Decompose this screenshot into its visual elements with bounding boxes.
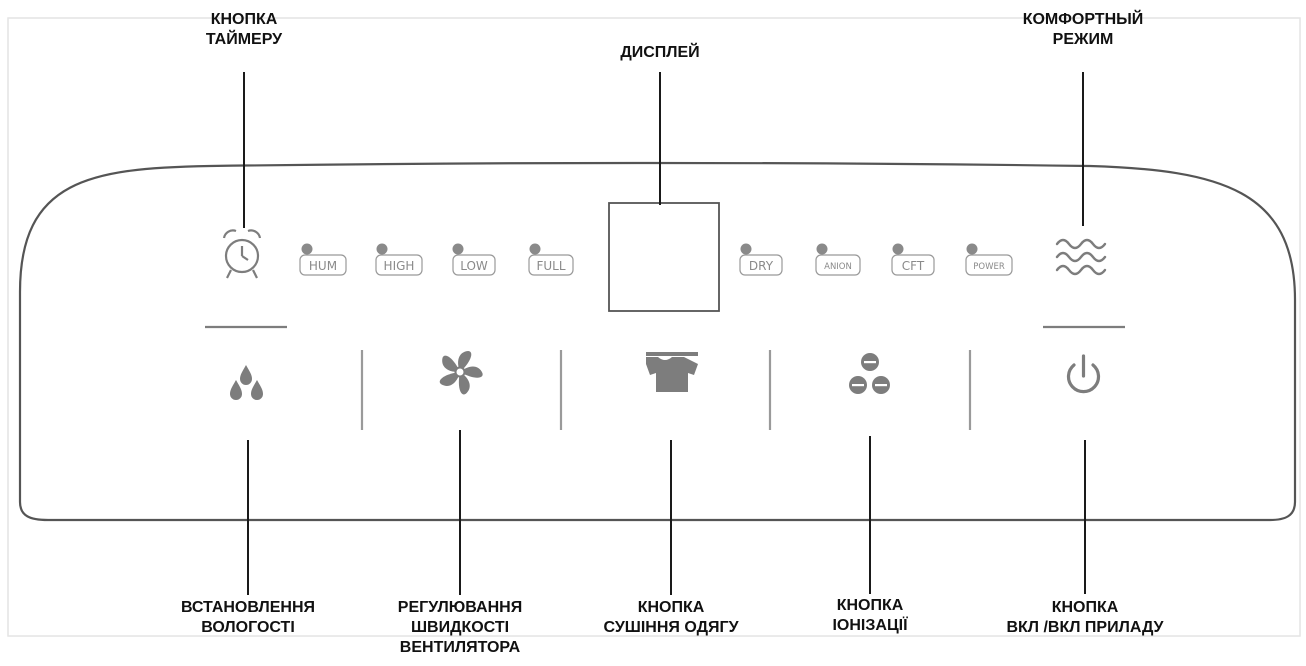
shirt-icon[interactable] <box>646 352 698 392</box>
svg-text:FULL: FULL <box>536 259 565 273</box>
svg-text:HUM: HUM <box>309 259 337 273</box>
indicator-full: FULL <box>528 243 574 276</box>
svg-text:CFT: CFT <box>902 259 925 273</box>
leader-lines <box>243 72 1086 595</box>
indicator-hum: HUM <box>299 243 347 276</box>
indicator-anion: ANION <box>815 243 861 276</box>
callout-timer-button: КНОПКА ТАЙМЕРУ <box>205 11 283 48</box>
indicator-dry: DRY <box>739 243 783 276</box>
indicator-power: POWER <box>965 243 1013 276</box>
alarm-clock-icon <box>222 229 262 279</box>
fan-icon[interactable] <box>439 351 484 396</box>
svg-text:DRY: DRY <box>749 259 774 273</box>
callout-display: ДИСПЛЕЙ <box>620 44 700 61</box>
callout-ionization-button: КНОПКА ІОНІЗАЦІЇ <box>832 597 908 634</box>
callout-power-button: КНОПКА ВКЛ /ВКЛ ПРИЛАДУ <box>1006 599 1164 636</box>
callout-clothes-dry-button: КНОПКА СУШІННЯ ОДЯГУ <box>603 599 739 636</box>
power-icon[interactable] <box>1066 354 1101 394</box>
indicator-high: HIGH <box>375 243 423 276</box>
display-screen <box>608 202 720 312</box>
water-drops-icon[interactable] <box>230 365 263 400</box>
wave-icon <box>1055 238 1107 276</box>
svg-text:ANION: ANION <box>824 262 852 272</box>
ions-icon[interactable] <box>849 353 890 394</box>
svg-text:HIGH: HIGH <box>384 259 415 273</box>
svg-text:LOW: LOW <box>460 259 488 273</box>
panel-outline <box>18 161 1297 522</box>
callout-comfort-mode: КОМФОРТНЫЙ РЕЖИМ <box>1022 11 1144 48</box>
indicator-cft: CFT <box>891 243 935 276</box>
image-frame <box>7 17 1301 637</box>
callout-humidity-setting: ВСТАНОВЛЕННЯ ВОЛОГОСТІ <box>180 599 316 636</box>
indicator-low: LOW <box>452 243 496 276</box>
callout-fan-speed: РЕГУЛЮВАННЯ ШВИДКОСТІ ВЕНТИЛЯТОРА <box>397 599 523 656</box>
svg-text:POWER: POWER <box>973 262 1005 272</box>
